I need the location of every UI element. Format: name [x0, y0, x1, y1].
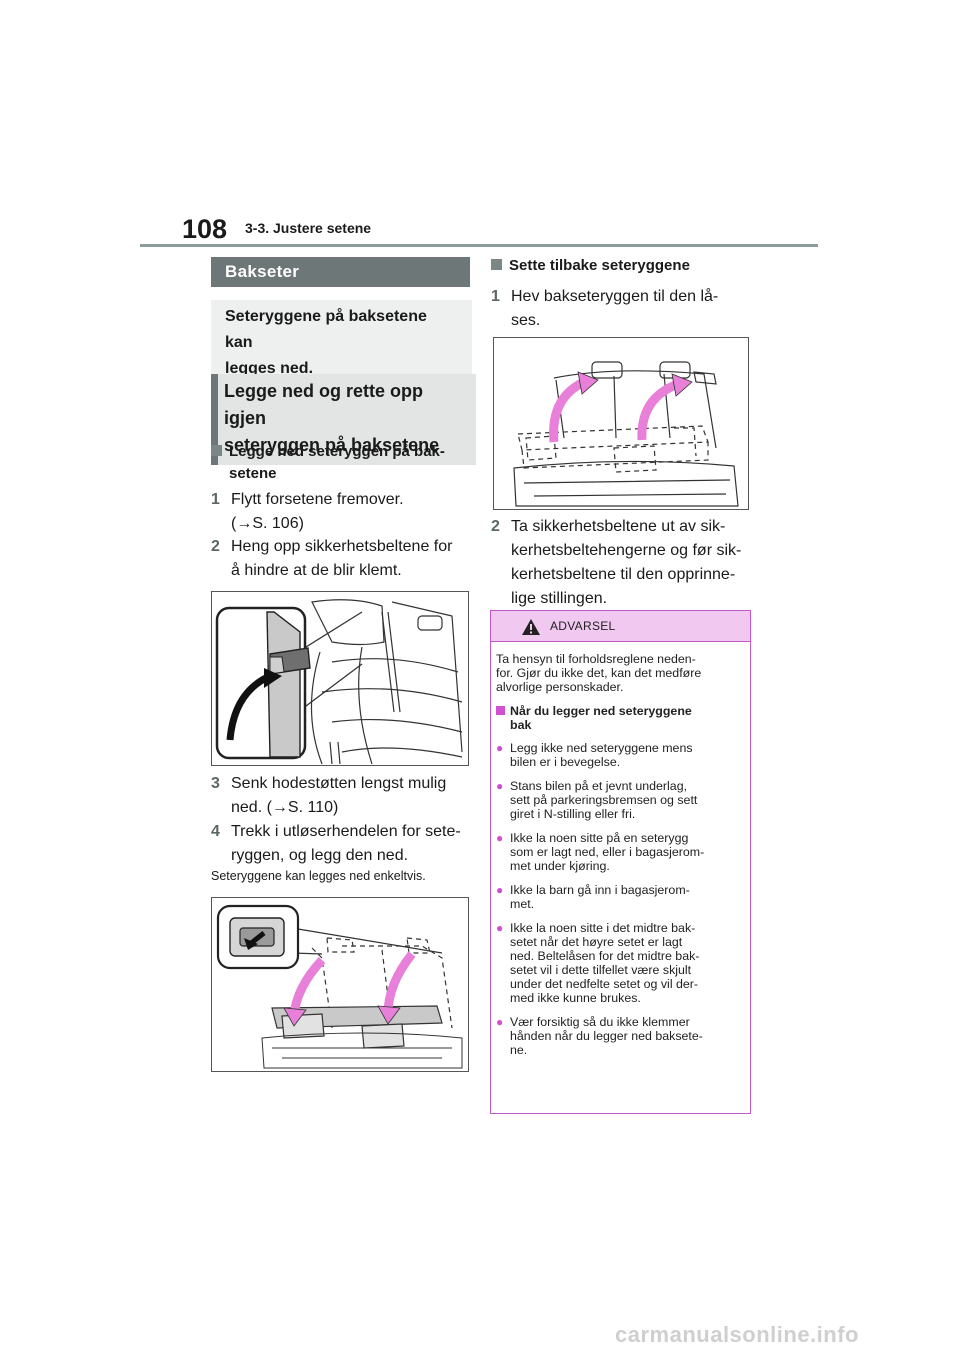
warning-bullet: ● Ikke la barn gå inn i bagasjerom- met.	[496, 883, 744, 911]
section-title: 3-3. Justere setene	[245, 220, 372, 236]
step-line: ryggen, og legg den ned.	[231, 847, 409, 864]
page-number: 108	[182, 214, 228, 244]
warning-bullet-line: Ikke la barn gå inn i bagasjerom-	[510, 883, 690, 897]
step-line: (→S. 106)	[231, 515, 304, 532]
topic-line: Legge ned og rette opp igjen	[224, 381, 424, 428]
step-line: å hindre at de blir klemt.	[231, 562, 402, 579]
step-number: 1	[491, 288, 500, 305]
step-1: 1 Flytt forsetene fremover. (→S. 106)	[211, 488, 471, 536]
header-rule	[140, 244, 818, 247]
step-4: 4 Trekk i utløserhendelen for sete- rygg…	[211, 820, 471, 868]
bullet-dot-icon: ●	[496, 1015, 504, 1029]
step-number: 2	[211, 538, 220, 555]
bakseter-heading: Bakseter	[211, 257, 470, 287]
warning-intro-line: alvorlige personskader.	[496, 680, 624, 694]
watermark: carmanualsonline.info	[615, 1322, 859, 1347]
step-line: Ta sikkerhetsbeltene ut av sik-	[511, 518, 726, 535]
return-step-2: 2 Ta sikkerhetsbeltene ut av sik- kerhet…	[491, 515, 751, 611]
warning-bullet-line: giret i N-stilling eller fri.	[510, 807, 636, 821]
step-line: ned. (→S. 110)	[231, 799, 339, 816]
subheading-line: setene	[229, 465, 277, 482]
step-line: Heng opp sikkerhetsbeltene for	[231, 538, 453, 555]
warning-bullet-line: Legg ikke ned seteryggene mens	[510, 741, 693, 755]
warning-bullet: ● Vær forsiktig så du ikke klemmer hånde…	[496, 1015, 744, 1057]
warning-bullet-line: ned. Beltelåsen for det midtre bak-	[510, 949, 700, 963]
step-2: 2 Heng opp sikkerhetsbeltene for å hindr…	[211, 535, 471, 583]
step-line: lige stillingen.	[511, 590, 608, 607]
square-bullet-icon	[211, 445, 222, 456]
step-number: 2	[491, 518, 500, 535]
step-number: 1	[211, 491, 220, 508]
warning-bullet-line: hånden når du legger ned baksete-	[510, 1029, 703, 1043]
step-line: Hev bakseteryggen til den lå-	[511, 288, 719, 305]
warning-bullet: ● Legg ikke ned seteryggene mens bilen e…	[496, 741, 744, 769]
intro-line: legges ned.	[225, 360, 314, 377]
return-step-1: 1 Hev bakseteryggen til den lå- ses.	[491, 285, 751, 333]
warning-bullet-line: under det nedfelte setet og vil der-	[510, 977, 699, 991]
bullet-dot-icon: ●	[496, 779, 504, 793]
square-bullet-icon	[491, 259, 502, 270]
warning-bullet-line: setet vil i dette tilfellet være skjult	[510, 963, 692, 977]
step-3: 3 Senk hodestøtten lengst mulig ned. (→S…	[211, 772, 471, 820]
bullet-dot-icon: ●	[496, 883, 504, 897]
figure-raise-seatbacks	[493, 337, 749, 510]
subheading-return: Sette tilbake seteryggene	[491, 255, 751, 277]
warning-bullet-line: ne.	[510, 1043, 528, 1057]
topic-line: seteryggen på baksetene	[224, 435, 440, 455]
bullet-dot-icon: ●	[496, 831, 504, 845]
warning-bullet-line: som er lagt ned, eller i bagasjerom-	[510, 845, 705, 859]
warning-bullet-line: Ikke la noen sitte i det midtre bak-	[510, 921, 696, 935]
subheading-line: Sette tilbake seteryggene	[509, 257, 690, 274]
warning-intro-line: Ta hensyn til forholdsreglene neden-	[496, 652, 696, 666]
warning-bullet-line: med ikke kunne brukes.	[510, 991, 641, 1005]
warning-bullet-line: Ikke la noen sitte på en seterygg	[510, 831, 689, 845]
figure-seatbelt-hanger	[211, 591, 469, 766]
warning-subheading: Når du legger ned seteryggene bak	[496, 704, 744, 732]
warning-bullet-line: sett på parkeringsbremsen og sett	[510, 793, 698, 807]
figure-fold-seatbacks	[211, 897, 469, 1072]
warning-bullet-line: met.	[510, 897, 535, 911]
warning-bullet: ● Ikke la noen sitte i det midtre bak- s…	[496, 921, 744, 1005]
bullet-dot-icon: ●	[496, 921, 504, 935]
square-bullet-icon	[496, 706, 505, 715]
bullet-dot-icon: ●	[496, 741, 504, 755]
warning-intro-line: for. Gjør du ikke det, kan det medføre	[496, 666, 702, 680]
warning-subheading-line: Når du legger ned seteryggene	[510, 704, 692, 718]
warning-triangle-icon	[522, 619, 540, 635]
warning-header: ADVARSEL	[491, 611, 750, 642]
step-line: ses.	[511, 312, 541, 329]
step-line: kerhetsbeltene til den opprinne-	[511, 566, 736, 583]
warning-bullet-line: Stans bilen på et jevnt underlag,	[510, 779, 688, 793]
fold-note: Seteryggene kan legges ned enkeltvis.	[211, 869, 426, 883]
warning-subheading-line: bak	[510, 718, 532, 732]
intro-line: Seteryggene på baksetene kan	[225, 308, 427, 351]
warning-bullet-line: bilen er i bevegelse.	[510, 755, 621, 769]
step-number: 4	[211, 823, 220, 840]
step-number: 3	[211, 775, 220, 792]
step-line: Flytt forsetene fremover.	[231, 491, 404, 508]
warning-title: ADVARSEL	[550, 619, 616, 633]
warning-bullet-line: Vær forsiktig så du ikke klemmer	[510, 1015, 690, 1029]
warning-bullet: ● Ikke la noen sitte på en seterygg som …	[496, 831, 744, 873]
warning-bullet: ● Stans bilen på et jevnt underlag, sett…	[496, 779, 744, 821]
warning-bullet-line: setet når det høyre setet er lagt	[510, 935, 683, 949]
topic-box: Legge ned og rette opp igjen seteryggen …	[211, 374, 476, 465]
warning-bullet-line: met under kjøring.	[510, 859, 610, 873]
step-line: Senk hodestøtten lengst mulig	[231, 775, 447, 792]
subheading-line: Legge ned seteryggen på bak-	[229, 443, 445, 460]
step-line: kerhetsbeltehengerne og før sik-	[511, 542, 742, 559]
warning-box: ADVARSEL Ta hensyn til forholdsreglene n…	[490, 610, 751, 1114]
step-line: Trekk i utløserhendelen for sete-	[231, 823, 461, 840]
warning-intro: Ta hensyn til forholdsreglene neden- for…	[496, 652, 744, 694]
subheading-fold: Legge ned seteryggen på bak- setene	[211, 441, 471, 485]
